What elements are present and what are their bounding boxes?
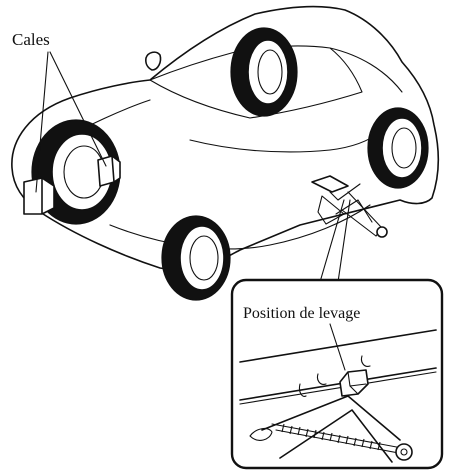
- sill-line: [110, 205, 370, 249]
- lift-point-label: Position de levage: [243, 305, 360, 322]
- front-right-wheel: [162, 216, 230, 300]
- chock-left: [24, 178, 54, 214]
- inset-leader-right: [338, 200, 350, 282]
- door-line: [190, 132, 380, 152]
- rear-top-wheel: [231, 28, 297, 116]
- side-mirror: [146, 52, 161, 70]
- rear-deck-line: [330, 48, 402, 92]
- chocks-label: Cales: [12, 30, 50, 49]
- rear-right-wheel: [368, 108, 428, 188]
- lift-point-inset: Position de levage: [232, 280, 442, 468]
- inset-leader-left: [320, 200, 344, 282]
